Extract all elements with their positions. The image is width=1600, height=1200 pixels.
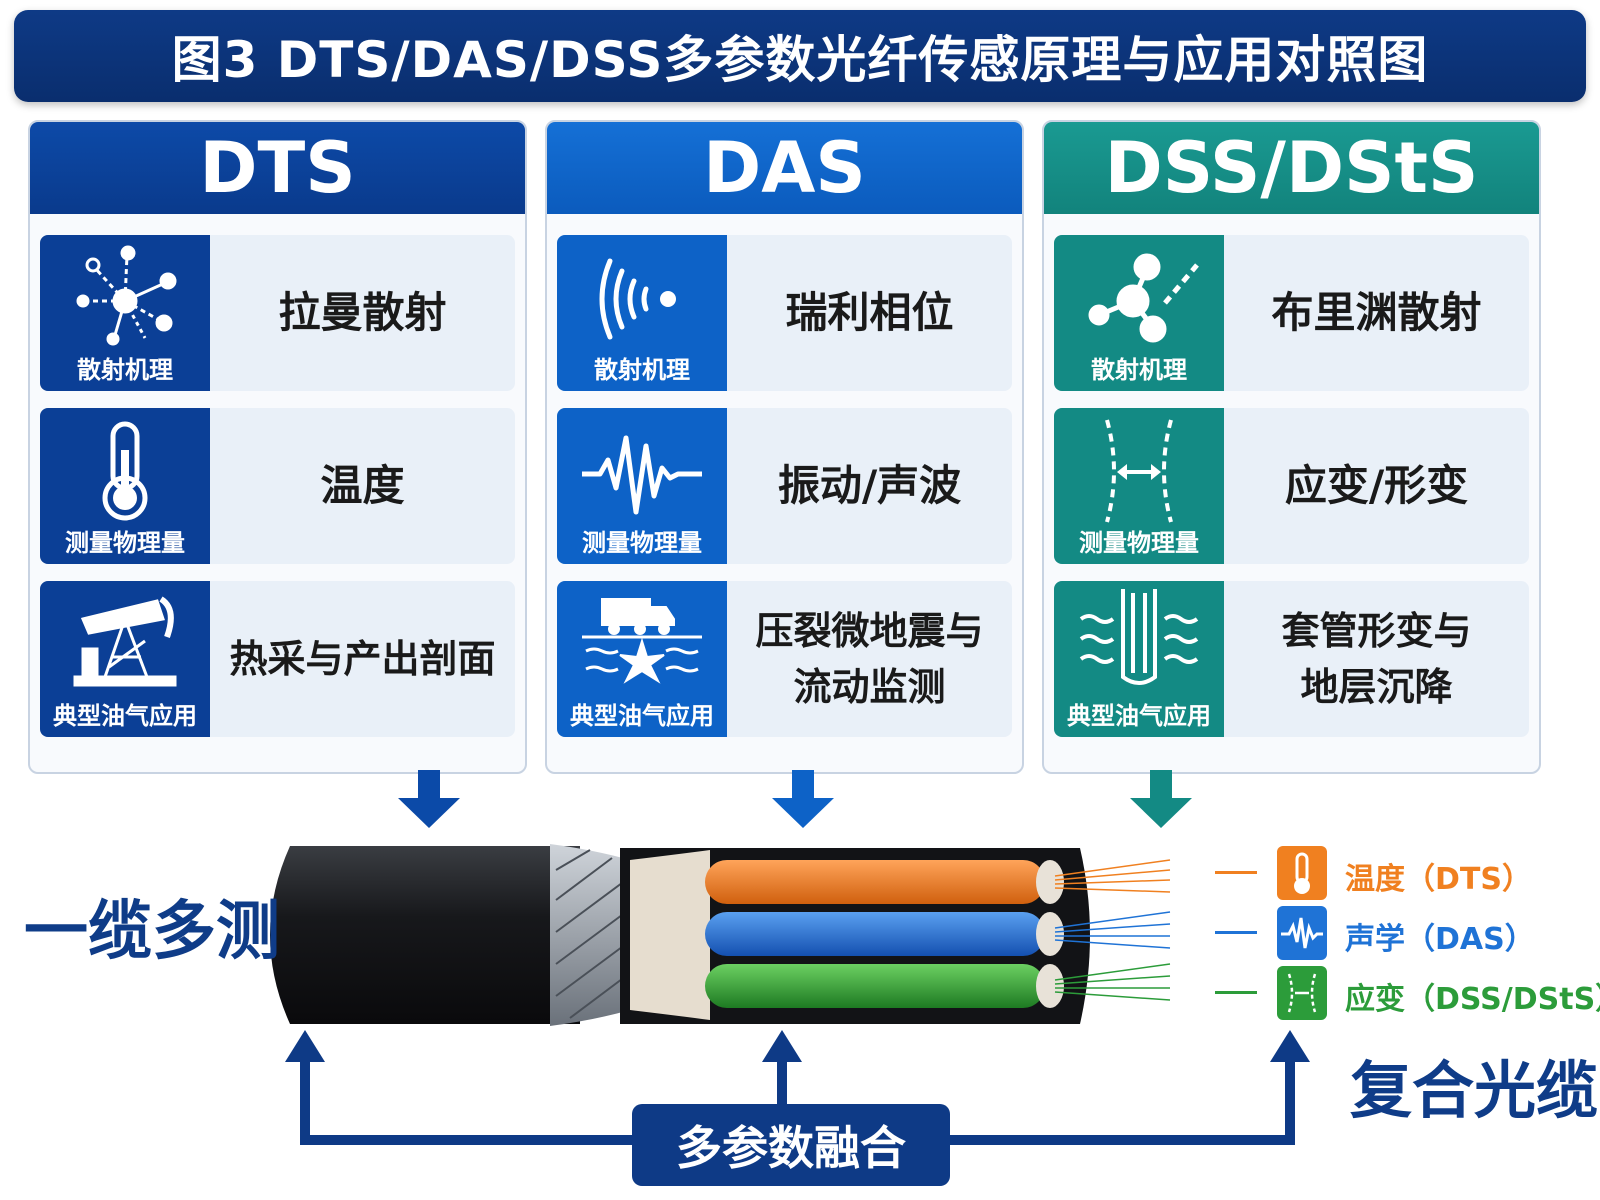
thermometer-icon (102, 421, 148, 521)
waveform-icon (1281, 917, 1323, 949)
dts-application-value: 热采与产出剖面 (229, 637, 496, 681)
dss-icon-box: 散射机理 (1054, 235, 1224, 391)
left-label: 一缆多测 (24, 895, 280, 969)
legend-dash (1215, 991, 1257, 994)
strain-icon (1287, 973, 1317, 1013)
dts-quantity-label: 测量物理量 (65, 529, 185, 557)
arrow-down-dss (1130, 770, 1192, 828)
legend-dash (1215, 931, 1257, 934)
arrow-up-right (1270, 1030, 1310, 1062)
dts-row-quantity: 测量物理量 温度 (40, 408, 515, 564)
dss-quantity-label: 测量物理量 (1079, 529, 1199, 557)
legend-icon-box (1277, 966, 1327, 1020)
das-application-value: 压裂微地震与 流动监测 (755, 609, 984, 709)
column-das-header: DAS (547, 122, 1022, 214)
das-row-quantity: 测量物理量 振动/声波 (557, 408, 1012, 564)
das-mechanism-label: 散射机理 (594, 356, 690, 384)
dss-row-application: 典型油气应用 套管形变与 地层沉降 (1054, 581, 1529, 737)
column-dss-title: DSS/DStS (1104, 127, 1479, 209)
casing-well-icon (1079, 589, 1199, 685)
dss-application-value: 套管形变与 地层沉降 (1281, 609, 1472, 709)
arrow-up-middle (762, 1030, 802, 1062)
column-dss: DSS/DStS 散射机理 布里渊散射 (1042, 120, 1541, 774)
column-dts: DTS 散射机理 拉曼散射 (28, 120, 527, 774)
dts-row-application: 典型油气应用 热采与产出剖面 (40, 581, 515, 737)
legend-icon-box (1277, 846, 1327, 900)
das-icon-box: 测量物理量 (557, 408, 727, 564)
dss-row-quantity: 测量物理量 应变/形变 (1054, 408, 1529, 564)
legend-text-temperature: 温度（DTS） (1345, 862, 1532, 897)
composite-cable (270, 844, 1171, 1026)
legend-text-acoustic: 声学（DAS） (1345, 922, 1535, 957)
das-icon-box: 典型油气应用 (557, 581, 727, 737)
column-das-title: DAS (703, 127, 866, 209)
dss-row-mechanism: 散射机理 布里渊散射 (1054, 235, 1529, 391)
das-icon-box: 散射机理 (557, 235, 727, 391)
brillouin-molecule-icon (1088, 253, 1199, 343)
column-dss-header: DSS/DStS (1044, 122, 1539, 214)
page-title: 图3 DTS/DAS/DSS多参数光纤传感原理与应用对照图 (171, 31, 1429, 89)
pumpjack-icon (73, 596, 177, 687)
legend-text-strain: 应变（DSS/DStS） (1345, 982, 1600, 1017)
arrow-down-das (772, 770, 834, 828)
das-quantity-label: 测量物理量 (582, 529, 702, 557)
das-application-label: 典型油气应用 (570, 702, 714, 730)
arrow-down-dts (398, 770, 460, 828)
title-bar: 图3 DTS/DAS/DSS多参数光纤传感原理与应用对照图 (14, 10, 1586, 102)
vibration-waveform-icon (582, 435, 702, 515)
dts-icon-box: 测量物理量 (40, 408, 210, 564)
column-das: DAS 散射机理 瑞利相位 测量物理量 振动/声波 (545, 120, 1024, 774)
dss-application-label: 典型油气应用 (1067, 702, 1211, 730)
legend-icon-box (1277, 906, 1327, 960)
frac-truck-icon (582, 598, 702, 684)
dts-icon-box: 散射机理 (40, 235, 210, 391)
right-label: 复合光缆 (1350, 1054, 1599, 1127)
dss-quantity-value: 应变/形变 (1284, 461, 1469, 510)
fusion-box: 多参数融合 (632, 1104, 950, 1186)
dts-row-mechanism: 散射机理 拉曼散射 (40, 235, 515, 391)
dss-mechanism-label: 散射机理 (1091, 356, 1187, 384)
fusion-connector (285, 1030, 1310, 1145)
dts-application-label: 典型油气应用 (53, 702, 197, 730)
column-dts-header: DTS (30, 122, 525, 214)
thermometer-icon (1294, 852, 1310, 894)
dts-icon-box: 典型油气应用 (40, 581, 210, 737)
strain-arrow-icon (1105, 419, 1173, 523)
arrow-up-left (285, 1030, 325, 1062)
fusion-label: 多参数融合 (676, 1121, 906, 1175)
dts-mechanism-label: 散射机理 (77, 356, 173, 384)
dts-mechanism-value: 拉曼散射 (278, 288, 447, 337)
dts-quantity-value: 温度 (320, 461, 405, 510)
molecule-scatter-icon (76, 245, 177, 346)
wave-signal-icon (599, 258, 676, 340)
das-quantity-value: 振动/声波 (777, 461, 962, 510)
dss-icon-box: 典型油气应用 (1054, 581, 1224, 737)
legend-dash (1215, 871, 1257, 874)
das-row-mechanism: 散射机理 瑞利相位 (557, 235, 1012, 391)
dss-icon-box: 测量物理量 (1054, 408, 1224, 564)
dss-mechanism-value: 布里渊散射 (1271, 288, 1482, 337)
das-mechanism-value: 瑞利相位 (785, 288, 954, 337)
down-arrows (398, 770, 1192, 828)
das-row-application: 典型油气应用 压裂微地震与 流动监测 (557, 581, 1012, 737)
column-dts-title: DTS (199, 127, 356, 209)
